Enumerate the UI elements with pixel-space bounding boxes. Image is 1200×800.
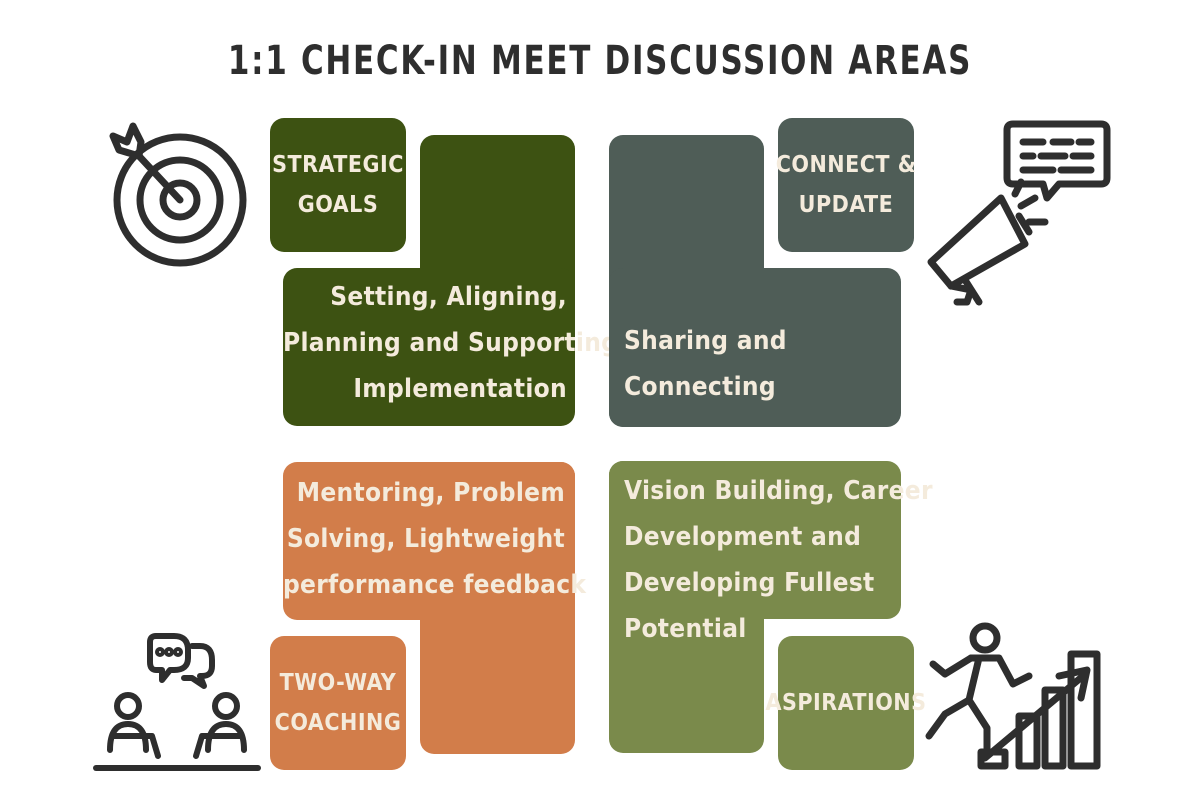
connect-update-description: Sharing and Connecting xyxy=(624,326,787,402)
two-way-coaching-label-box: TWO-WAY COACHING xyxy=(270,636,406,770)
connect-update-main-block xyxy=(609,268,901,427)
target-icon xyxy=(109,122,247,267)
aspirations-lower-block xyxy=(609,461,764,753)
two-way-coaching-description: Mentoring, Problem Solving, Lightweight … xyxy=(283,478,587,600)
page-title: 1:1 CHECK-IN MEET DISCUSSION AREAS xyxy=(227,38,973,84)
strategic-goals-label-line: GOALS xyxy=(297,192,379,218)
strategic-goals-main-block xyxy=(283,268,575,426)
climbing-growth-icon xyxy=(925,622,1101,770)
two-way-coaching-lower-block xyxy=(420,462,575,754)
megaphone-icon xyxy=(927,120,1111,306)
aspirations-label-box: ASPIRATIONS xyxy=(765,636,926,770)
strategic-goals-description: Setting, Aligning, Planning and Supporti… xyxy=(283,282,619,404)
aspirations-description: Vision Building, Career Development and … xyxy=(624,476,933,644)
strategic-goals-label-box: STRATEGIC GOALS xyxy=(270,118,406,252)
connect-update-label-box: CONNECT & UPDATE xyxy=(776,118,916,252)
conversation-icon xyxy=(93,633,261,771)
strategic-goals-label-line: STRATEGIC xyxy=(272,152,404,178)
